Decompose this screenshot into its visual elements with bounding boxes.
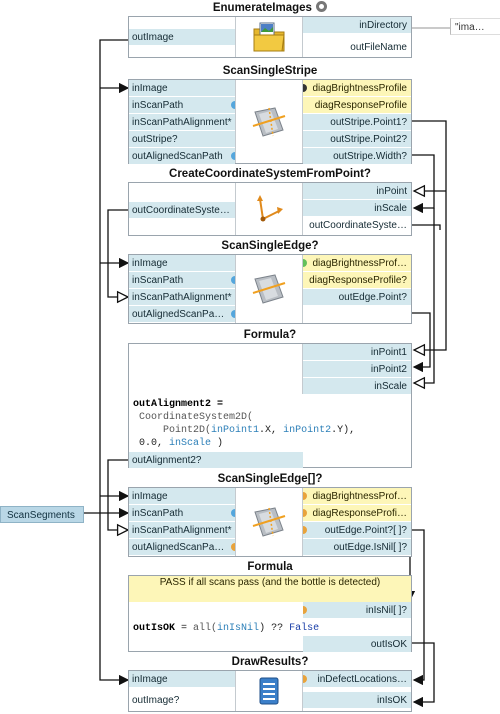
filter-title: Formula? — [243, 329, 297, 341]
port-in-defect-locations[interactable]: inDefectLocations… — [303, 671, 411, 688]
port-out-aligned-scan-path[interactable]: outAlignedScanPath — [129, 148, 235, 165]
coordinate-system-icon — [251, 191, 287, 227]
port-in-image[interactable]: inImage — [129, 80, 235, 97]
port-out-stripe-point1[interactable]: outStripe.Point1? — [303, 114, 411, 131]
formula-code[interactable]: outIsOK = all(inIsNil) ?? False — [133, 623, 320, 634]
port-out-stripe[interactable]: outStripe? — [129, 131, 235, 148]
filter-icon-area — [235, 488, 303, 556]
port-in-scan-path-alignment[interactable]: inScanPathAlignment* — [129, 522, 235, 539]
filter-title: CreateCoordinateSystemFromPoint? — [169, 168, 371, 180]
port-diag-brightness-profile[interactable]: diagBrightnessProf… — [303, 488, 411, 505]
scan-edge-array-icon — [251, 504, 287, 540]
filter-enumerate-images[interactable]: EnumerateImages outImage inDirectory out… — [128, 0, 412, 58]
folder-images-icon — [251, 19, 287, 55]
filter-formula-is-ok[interactable]: Formula PASS if all scans pass (and the … — [128, 559, 412, 653]
port-out-image[interactable]: outImage — [129, 29, 235, 46]
port-in-scale[interactable]: inScale — [303, 200, 411, 217]
filter-title: EnumerateImages — [128, 0, 412, 16]
port-in-scan-path[interactable]: inScanPath — [129, 97, 235, 114]
formula-note: PASS if all scans pass (and the bottle i… — [129, 576, 411, 602]
port-out-edge-point[interactable]: outEdge.Point? — [303, 289, 411, 306]
gear-icon[interactable] — [316, 1, 328, 12]
port-in-scan-path[interactable]: inScanPath — [129, 272, 235, 289]
filter-icon-area — [235, 255, 303, 323]
port-in-scan-path-alignment[interactable]: inScanPathAlignment* — [129, 114, 235, 131]
port-out-coordinate-system-output[interactable]: outCoordinateSyste… — [303, 217, 411, 234]
in-directory-value[interactable]: "ima… — [450, 18, 500, 35]
port-in-image[interactable]: inImage — [129, 488, 235, 505]
draw-results-icon — [251, 673, 287, 709]
filter-formula-alignment[interactable]: Formula? inPoint1 inPoint2 inScale outAl… — [128, 327, 412, 469]
filter-scan-single-edge-array[interactable]: ScanSingleEdge[]? inImage inScanPath inS… — [128, 471, 412, 557]
port-diag-brightness-profile[interactable]: diagBrightnessProfile — [303, 80, 411, 97]
port-in-point1[interactable]: inPoint1 — [303, 344, 411, 361]
port-out-coordinate-system[interactable]: outCoordinateSyste… — [129, 202, 235, 219]
port-in-point[interactable]: inPoint — [303, 183, 411, 200]
port-diag-response-profile[interactable]: diagResponseProfile? — [303, 272, 411, 289]
port-in-is-nil[interactable]: inIsNil[ ]? — [303, 602, 411, 619]
port-out-is-ok[interactable]: outIsOK — [303, 636, 411, 653]
filter-scan-single-edge[interactable]: ScanSingleEdge? inImage inScanPath inSca… — [128, 238, 412, 324]
port-in-scale[interactable]: inScale — [303, 378, 411, 395]
scan-stripe-icon — [251, 104, 287, 140]
port-out-file-name[interactable]: outFileName — [303, 39, 411, 56]
port-in-image[interactable]: inImage — [129, 671, 235, 688]
port-diag-response-profile[interactable]: diagResponseProfile — [303, 97, 411, 114]
filter-icon-area — [235, 17, 303, 57]
port-out-aligned-scan-path[interactable]: outAlignedScanPa… — [129, 306, 235, 323]
filter-title: DrawResults? — [231, 656, 309, 668]
filter-create-coordinate-system[interactable]: CreateCoordinateSystemFromPoint? outCoor… — [128, 166, 412, 236]
port-out-aligned-scan-path[interactable]: outAlignedScanPa… — [129, 539, 235, 556]
port-out-stripe-width[interactable]: outStripe.Width? — [303, 148, 411, 165]
port-in-scan-path-alignment[interactable]: inScanPathAlignment* — [129, 289, 235, 306]
filter-icon-area — [235, 671, 303, 711]
filter-icon-area — [235, 80, 303, 163]
port-in-point2[interactable]: inPoint2 — [303, 361, 411, 378]
scan-edge-icon — [251, 271, 287, 307]
port-out-stripe-point2[interactable]: outStripe.Point2? — [303, 131, 411, 148]
formula-code[interactable]: outAlignment2 = CoordinateSystem2D( Poin… — [133, 399, 356, 449]
port-in-directory[interactable]: inDirectory — [303, 17, 411, 34]
filter-draw-results[interactable]: DrawResults? inImage outImage? inDefectL… — [128, 654, 412, 712]
port-diag-response-profile[interactable]: diagResponseProfi… — [303, 505, 411, 522]
port-out-edge-is-nil-array[interactable]: outEdge.IsNil[ ]? — [303, 539, 411, 556]
filter-icon-area — [235, 183, 303, 235]
scan-segments-input[interactable]: ScanSegments — [0, 506, 84, 523]
port-diag-brightness-profile[interactable]: diagBrightnessProf… — [303, 255, 411, 272]
port-out-edge-point-array[interactable]: outEdge.Point?[ ]? — [303, 522, 411, 539]
filter-title: ScanSingleEdge[]? — [217, 473, 323, 485]
filter-title: ScanSingleEdge? — [221, 240, 319, 252]
filter-title: ScanSingleStripe — [222, 65, 318, 77]
port-in-is-ok[interactable]: inIsOK — [303, 692, 411, 709]
filter-scan-single-stripe[interactable]: ScanSingleStripe inImage inScanPath inSc… — [128, 63, 412, 165]
filter-title: Formula — [247, 561, 293, 573]
port-in-image[interactable]: inImage — [129, 255, 235, 272]
port-out-image[interactable]: outImage? — [129, 692, 235, 709]
port-out-alignment2[interactable]: outAlignment2? — [129, 452, 303, 469]
port-in-scan-path[interactable]: inScanPath — [129, 505, 235, 522]
